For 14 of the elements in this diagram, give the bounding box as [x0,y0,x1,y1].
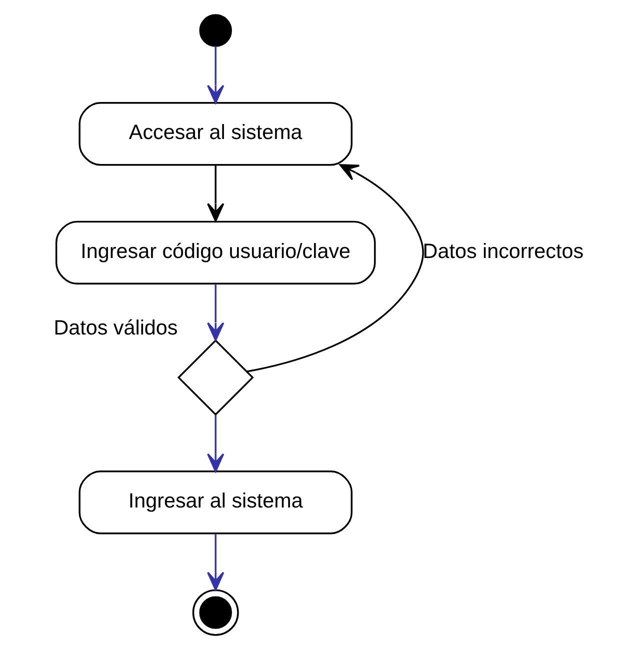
node-box: Ingresar al sistema [78,470,352,534]
arrow [206,534,224,591]
node-diamond [176,339,254,416]
node-circle [198,14,232,47]
edge-label: Datos incorrectos [422,240,584,264]
arrow [206,165,224,222]
node-box: Ingresar código usuario/clave [54,220,376,285]
arrow [206,415,224,472]
node-box: Accesar al sistema [78,102,352,166]
node-label: Datos válidos [53,316,178,340]
arrow [246,164,424,372]
arrow [206,46,224,104]
node-circle [192,589,238,636]
arrow [206,284,224,342]
